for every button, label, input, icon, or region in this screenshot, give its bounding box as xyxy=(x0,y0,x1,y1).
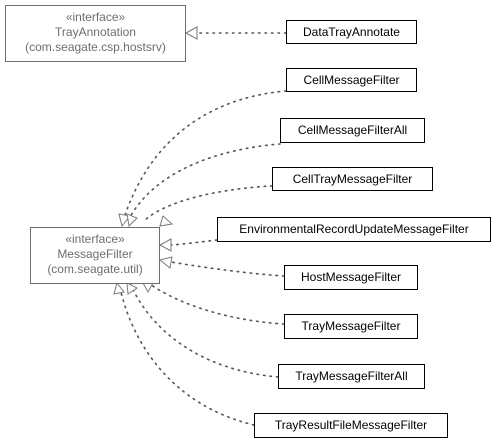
arrowhead-mf-7 xyxy=(126,282,138,295)
class-name: DataTrayAnnotate xyxy=(303,25,400,39)
class-datatrayannotate[interactable]: DataTrayAnnotate xyxy=(286,20,417,44)
arrowhead-mf-2 xyxy=(126,213,138,228)
interface-package: (com.seagate.util) xyxy=(47,262,142,276)
edge-traymessagefilterall-to-messagefilter xyxy=(129,282,279,378)
edge-cellmessagefilter-to-messagefilter xyxy=(124,90,287,216)
edge-hostmessagefilter-to-messagefilter xyxy=(170,261,285,277)
class-name: EnvironmentalRecordUpdateMessageFilter xyxy=(239,222,468,236)
class-cellmessagefilterall[interactable]: CellMessageFilterAll xyxy=(280,118,425,143)
edges xyxy=(118,32,287,426)
class-name: TrayResultFileMessageFilter xyxy=(275,418,427,432)
arrowheads xyxy=(113,26,198,295)
class-name: TrayMessageFilterAll xyxy=(295,369,407,383)
class-traymessagefilter[interactable]: TrayMessageFilter xyxy=(284,314,418,339)
edge-environmental-to-messagefilter xyxy=(170,239,218,246)
arrowhead-mf-8 xyxy=(113,281,125,295)
interface-trayannotation[interactable]: «interface» TrayAnnotation (com.seagate.… xyxy=(5,5,186,62)
interface-name: MessageFilter xyxy=(57,247,132,261)
class-trayresultfilemessagefilter[interactable]: TrayResultFileMessageFilter xyxy=(254,413,448,438)
class-name: CellMessageFilterAll xyxy=(298,123,407,137)
class-name: TrayMessageFilter xyxy=(302,319,401,333)
class-name: CellMessageFilter xyxy=(303,73,399,87)
arrowhead-mf-4 xyxy=(158,238,172,252)
edge-traymessagefilter-to-messagefilter xyxy=(145,280,285,325)
interface-messagefilter[interactable]: «interface» MessageFilter (com.seagate.u… xyxy=(30,227,160,284)
class-name: HostMessageFilter xyxy=(301,270,401,284)
edge-celltraymessagefilter-to-messagefilter xyxy=(144,185,273,221)
arrowhead-mf-3 xyxy=(159,215,174,227)
edge-trayresultfilemessagefilter-to-messagefilter xyxy=(118,282,255,426)
class-name: CellTrayMessageFilter xyxy=(293,172,413,186)
interface-name: TrayAnnotation xyxy=(55,25,136,39)
class-celltraymessagefilter[interactable]: CellTrayMessageFilter xyxy=(272,167,433,191)
arrowhead-trayannotation xyxy=(184,26,198,40)
class-hostmessagefilter[interactable]: HostMessageFilter xyxy=(284,265,418,290)
class-traymessagefilterall[interactable]: TrayMessageFilterAll xyxy=(278,364,425,389)
arrowhead-mf-5 xyxy=(158,256,173,269)
interface-package: (com.seagate.csp.hostsrv) xyxy=(25,40,166,54)
class-environmentalrecordupdatemessagefilter[interactable]: EnvironmentalRecordUpdateMessageFilter xyxy=(217,217,491,242)
interface-stereotype: «interface» xyxy=(66,10,126,24)
class-cellmessagefilter[interactable]: CellMessageFilter xyxy=(286,68,417,92)
interface-stereotype: «interface» xyxy=(65,232,125,246)
edge-cellmessagefilterall-to-messagefilter xyxy=(129,143,281,218)
